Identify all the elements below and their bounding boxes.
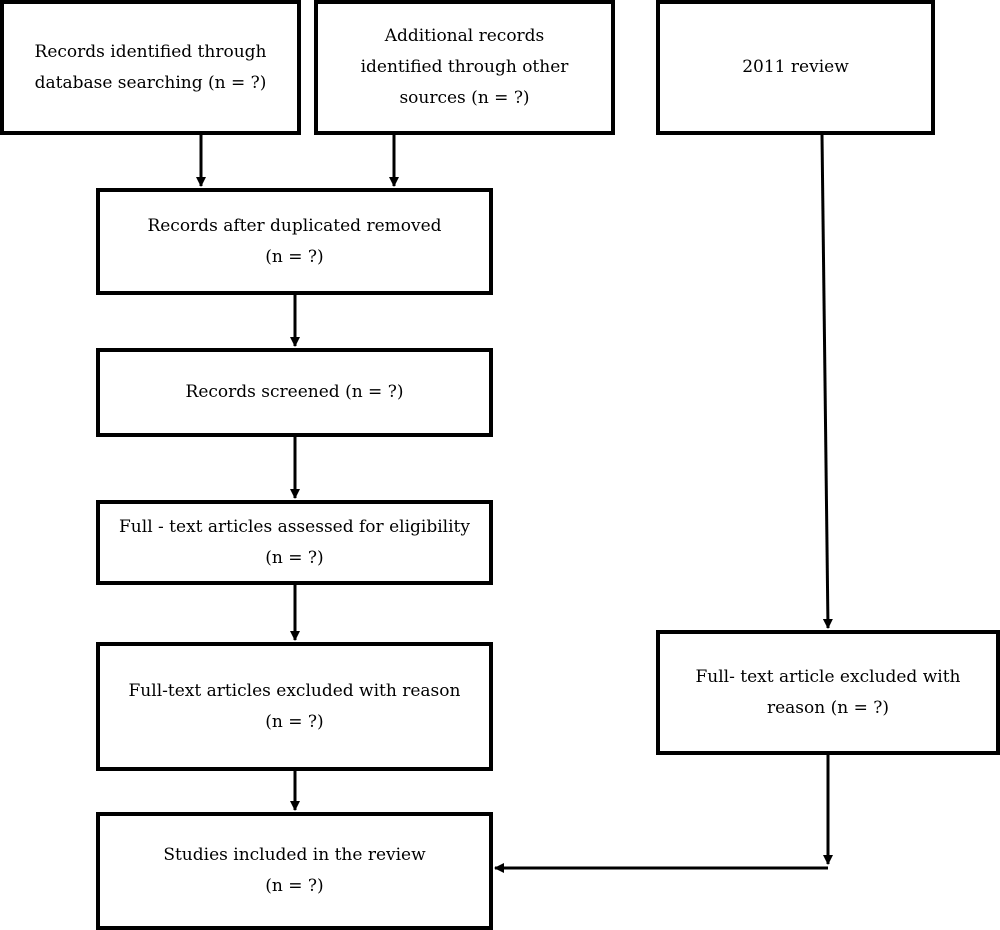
box-text: identified through other xyxy=(360,57,569,77)
box-text: Records after duplicated removed xyxy=(147,215,442,236)
box-text: (n = ?) xyxy=(265,876,324,896)
box-text: reason (n = ?) xyxy=(766,697,889,718)
full-text-excluded-box: Full-text articles excluded with reason … xyxy=(96,642,493,771)
arrow-2011-to-right-excl xyxy=(820,134,833,629)
duplicates-removed-box: Records after duplicated removed (n = ?) xyxy=(96,188,493,295)
box-text: Records screened (n = ?) xyxy=(185,382,404,402)
studies-included-box: Studies included in the review (n = ?) xyxy=(96,812,493,930)
box-text: Studies included in the review xyxy=(163,845,426,865)
box-text: (n = ?) xyxy=(265,246,324,267)
box-text: (n = ?) xyxy=(265,547,324,568)
full-text-assessed-box: Full - text articles assessed for eligib… xyxy=(96,500,493,585)
box-text: Full- text article excluded with xyxy=(695,666,961,687)
box-text: 2011 review xyxy=(742,57,849,77)
box-text: Full-text articles excluded with reason xyxy=(128,680,461,701)
box-text: sources (n = ?) xyxy=(399,88,530,108)
review-2011-box: 2011 review xyxy=(656,0,935,135)
box-text: Full - text articles assessed for eligib… xyxy=(119,516,470,537)
box-text: Additional records xyxy=(384,26,545,46)
additional-records-box: Additional records identified through ot… xyxy=(314,0,615,135)
box-text: database searching (n = ?) xyxy=(34,72,267,93)
review-excluded-box: Full- text article excluded with reason … xyxy=(656,630,1000,755)
box-text: (n = ?) xyxy=(265,711,324,732)
records-screened-box: Records screened (n = ?) xyxy=(96,348,493,437)
box-text: Records identified through xyxy=(34,41,267,62)
records-identified-database-box: Records identified through database sear… xyxy=(0,0,301,135)
